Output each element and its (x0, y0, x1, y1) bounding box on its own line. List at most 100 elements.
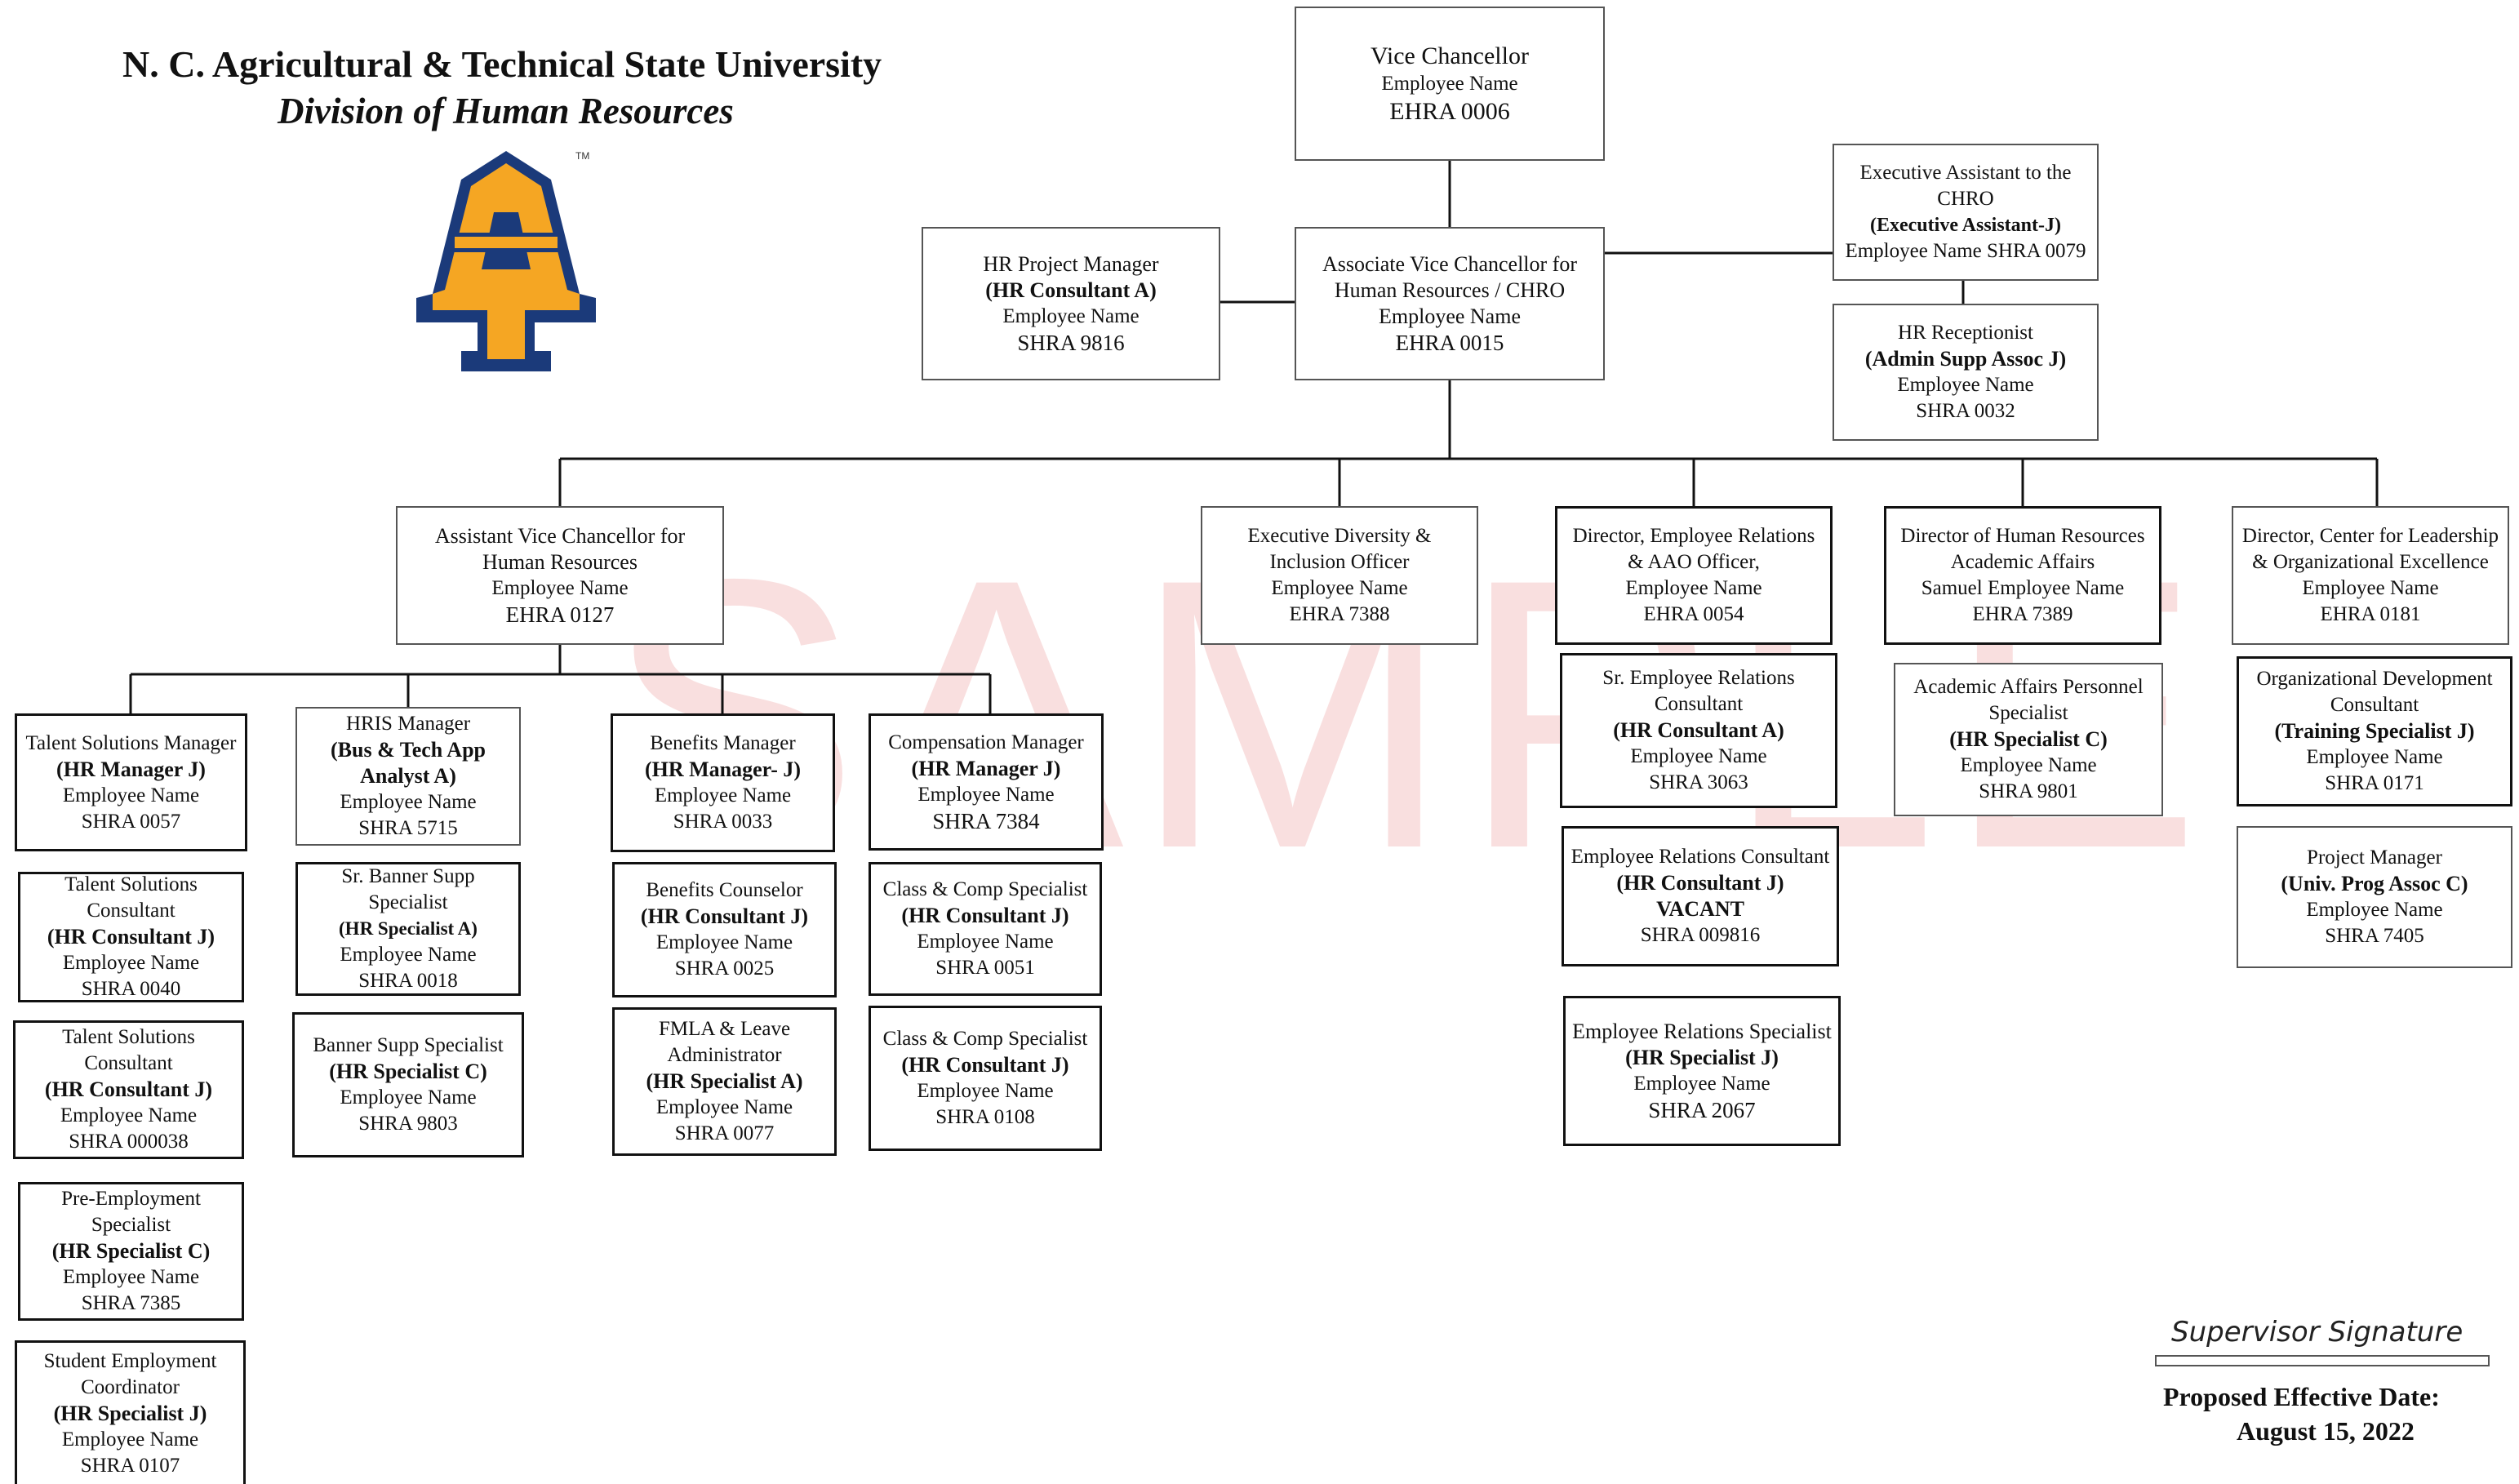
box-title: Employee Relations Specialist (1572, 1020, 1832, 1043)
box-code: SHRA 0171 (2325, 772, 2424, 794)
box-grade: (HR Consultant J) (44, 1077, 213, 1101)
box-code: SHRA 0032 (1916, 400, 2015, 422)
director-hr-academic-affairs-box: Director of Human Resources Academic Aff… (1884, 506, 2161, 645)
box-code: SHRA 0057 (81, 810, 181, 833)
box-name: Employee Name (62, 1266, 200, 1288)
box-title: Compensation Manager (888, 731, 1084, 753)
box-title: Assistant Vice Chancellor for Human Reso… (434, 524, 686, 574)
box-code: SHRA 0018 (358, 970, 458, 992)
student-employment-coordinator-box: Student Employment Coordinator (HR Speci… (15, 1340, 246, 1484)
box-title: HR Receptionist (1898, 322, 2033, 344)
box-code: SHRA 7385 (81, 1292, 181, 1314)
box-code: SHRA 000038 (69, 1131, 189, 1153)
box-title: Benefits Counselor (646, 879, 803, 901)
box-title: Class & Comp Specialist (882, 1028, 1088, 1050)
box-title: Benefits Manager (650, 732, 796, 754)
box-grade: (Executive Assistant-J) (1870, 215, 2061, 236)
box-grade: (HR Specialist C) (1949, 727, 2108, 751)
box-title: Executive Diversity & Inclusion Officer (1247, 525, 1432, 573)
box-title: Project Manager (2307, 846, 2442, 869)
box-title: Student Employment Coordinator (43, 1349, 217, 1398)
box-name: Employee Name (917, 784, 1055, 806)
box-title: HR Project Manager (983, 252, 1159, 276)
box-name: Employee Name (1271, 577, 1408, 599)
box-code: EHRA 0127 (505, 602, 615, 627)
box-grade: (HR Consultant A) (985, 278, 1157, 302)
university-title: N. C. Agricultural & Technical State Uni… (122, 43, 882, 85)
box-code: SHRA 7384 (932, 809, 1040, 833)
box-title: Sr. Banner Supp Specialist (341, 865, 475, 913)
box-title: Executive Assistant to the CHRO (1859, 162, 2072, 210)
organizational-development-consultant-box: Organizational Development Consultant (T… (2237, 656, 2512, 806)
box-title: Class & Comp Specialist (882, 878, 1088, 900)
box-name: Employee Name (1897, 374, 2034, 396)
box-name: Employee Name (917, 1080, 1054, 1102)
aggie-logo-icon: TM (416, 150, 596, 371)
box-title: Banner Supp Specialist (313, 1034, 504, 1056)
division-title: Division of Human Resources (278, 91, 734, 131)
box-name: Employee Name (60, 1104, 198, 1126)
box-grade: (HR Consultant J) (47, 925, 215, 949)
box-name: Employee Name (2302, 577, 2439, 599)
proposed-label: Proposed Effective Date: (2163, 1382, 2440, 1411)
hris-manager-box: HRIS Manager (Bus & Tech App Analyst A) … (295, 707, 521, 846)
box-grade: (Bus & Tech App Analyst A) (330, 738, 486, 788)
box-code: EHRA 0054 (1643, 603, 1744, 625)
box-grade: (HR Manager- J) (644, 758, 802, 781)
project-manager-box: Project Manager (Univ. Prog Assoc C) Emp… (2237, 826, 2512, 968)
box-name: VACANT (1656, 897, 1744, 921)
box-title: Sr. Employee Relations Consultant (1602, 667, 1795, 715)
box-code: SHRA 3063 (1649, 771, 1748, 793)
box-title: Associate Vice Chancellor for Human Reso… (1322, 252, 1577, 302)
pre-employment-specialist-box: Pre-Employment Specialist (HR Specialist… (18, 1182, 244, 1321)
box-name: Employee Name (340, 944, 477, 966)
box-grade: (HR Specialist J) (1625, 1046, 1779, 1069)
vice-chancellor-box: Vice Chancellor Employee Name EHRA 0006 (1295, 7, 1605, 161)
box-code: SHRA 7405 (2325, 925, 2424, 947)
box-code: SHRA 0025 (674, 957, 775, 980)
box-name: Employee Name (655, 931, 793, 953)
box-code: SHRA 0107 (80, 1454, 180, 1477)
box-code: SHRA 0051 (935, 957, 1035, 979)
box-code: SHRA 9801 (1979, 780, 2078, 802)
box-title: FMLA & Leave Administrator (658, 1018, 791, 1066)
compensation-manager-box: Compensation Manager (HR Manager J) Empl… (869, 713, 1104, 851)
box-grade: (HR Specialist C) (329, 1060, 487, 1083)
director-leadership-center-box: Director, Center for Leadership & Organi… (2232, 506, 2509, 645)
box-title: Employee Relations Consultant (1570, 846, 1830, 868)
academic-affairs-personnel-specialist-box: Academic Affairs Personnel Specialist (H… (1894, 663, 2163, 816)
box-grade: (HR Specialist A) (339, 918, 478, 939)
hr-receptionist-box: HR Receptionist (Admin Supp Assoc J) Emp… (1833, 304, 2099, 441)
proposed-effective-date: Proposed Effective Date: August 15, 2022 (2163, 1380, 2440, 1448)
box-code: SHRA 0077 (674, 1122, 775, 1144)
executive-diversity-box: Executive Diversity & Inclusion Officer … (1201, 506, 1478, 645)
svg-text:TM: TM (575, 150, 589, 162)
box-name: Employee Name (62, 952, 200, 974)
box-name: Employee Name (61, 1428, 199, 1451)
box-grade: (HR Specialist A) (646, 1069, 803, 1093)
box-name: Employee Name (1960, 754, 2097, 776)
box-code: EHRA 7389 (1972, 603, 2073, 625)
box-title: Academic Affairs Personnel Specialist (1913, 676, 2144, 724)
box-grade: (HR Manager J) (911, 757, 1061, 780)
box-code: EHRA 0006 (1389, 97, 1510, 125)
box-title: Organizational Development Consultant (2256, 668, 2493, 716)
box-code: SHRA 0033 (673, 811, 773, 833)
box-name: Employee Name (654, 784, 792, 806)
box-title: Pre-Employment Specialist (61, 1188, 201, 1236)
box-title: Talent Solutions Consultant (64, 873, 198, 922)
executive-assistant-box: Executive Assistant to the CHRO (Executi… (1833, 144, 2099, 281)
box-grade: (HR Consultant J) (1616, 871, 1784, 895)
box-code: SHRA 2067 (1648, 1098, 1756, 1122)
box-name: Employee Name (2306, 746, 2443, 768)
box-name: Samuel Employee Name (1921, 577, 2125, 599)
benefits-manager-box: Benefits Manager (HR Manager- J) Employe… (611, 713, 835, 852)
box-title: Talent Solutions Manager (25, 731, 237, 754)
box-grade: (HR Consultant J) (901, 904, 1069, 927)
banner-support-specialist-box: Banner Supp Specialist (HR Specialist C)… (292, 1012, 524, 1157)
box-code: SHRA 9816 (1017, 331, 1125, 355)
signature-line[interactable] (2155, 1355, 2490, 1366)
sr-banner-support-specialist-box: Sr. Banner Supp Specialist (HR Specialis… (295, 862, 521, 996)
box-grade: (Admin Supp Assoc J) (1864, 347, 2067, 371)
